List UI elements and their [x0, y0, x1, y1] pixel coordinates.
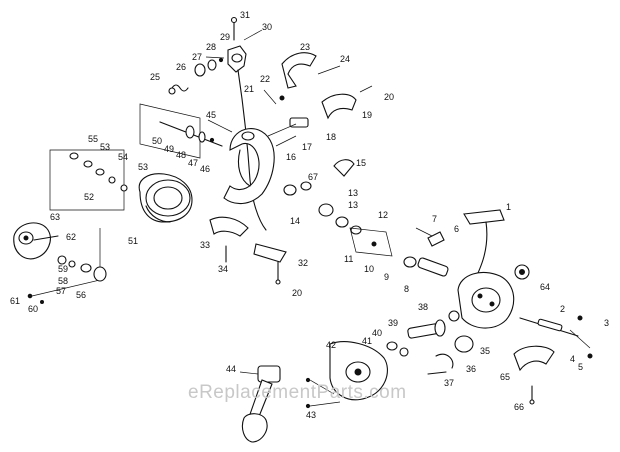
callout-53-upper: 53 — [100, 142, 110, 152]
callout-41: 41 — [362, 336, 372, 346]
callout-24: 24 — [340, 54, 350, 64]
spool — [49, 149, 193, 223]
callout-3: 3 — [604, 318, 609, 328]
callout-50: 50 — [152, 136, 162, 146]
callout-36: 36 — [466, 364, 476, 374]
callout-29: 29 — [220, 32, 230, 42]
roller-bushings — [283, 159, 362, 235]
callout-15: 15 — [356, 158, 366, 168]
callout-59: 59 — [58, 264, 68, 274]
callout-55: 55 — [88, 134, 98, 144]
rotor — [223, 128, 275, 205]
callout-40: 40 — [372, 328, 382, 338]
callout-48: 48 — [176, 150, 186, 160]
callout-54: 54 — [118, 152, 128, 162]
callout-39: 39 — [388, 318, 398, 328]
callout-14: 14 — [290, 216, 300, 226]
callout-67: 67 — [308, 172, 318, 182]
callout-18: 18 — [326, 132, 336, 142]
callout-17: 17 — [302, 142, 312, 152]
callout-33: 33 — [200, 240, 210, 250]
callout-64: 64 — [540, 282, 550, 292]
callout-52: 52 — [84, 192, 94, 202]
bail-assembly — [168, 16, 373, 231]
main-shaft-parts — [349, 227, 449, 277]
gear-parts — [386, 310, 474, 375]
callout-19: 19 — [362, 110, 372, 120]
callout-16: 16 — [286, 152, 296, 162]
callout-43: 43 — [306, 410, 316, 420]
callout-26: 26 — [176, 62, 186, 72]
reel-body — [457, 209, 530, 329]
callout-9: 9 — [384, 272, 389, 282]
callout-47: 47 — [188, 158, 198, 168]
callout-28: 28 — [206, 42, 216, 52]
callout-56: 56 — [76, 290, 86, 300]
callout-62: 62 — [66, 232, 76, 242]
callout-63: 63 — [50, 212, 60, 222]
right-small-parts — [519, 315, 593, 359]
callout-30: 30 — [262, 22, 272, 32]
callout-8: 8 — [404, 284, 409, 294]
callout-61: 61 — [10, 296, 20, 306]
callout-27: 27 — [192, 52, 202, 62]
callout-44: 44 — [226, 364, 236, 374]
callout-5: 5 — [578, 362, 583, 372]
side-cover — [305, 341, 388, 409]
callout-46: 46 — [200, 164, 210, 174]
callout-6: 6 — [454, 224, 459, 234]
callout-25: 25 — [150, 72, 160, 82]
callout-2: 2 — [560, 304, 565, 314]
callout-20-lower: 20 — [292, 288, 302, 298]
spool-shaft-parts — [139, 103, 233, 159]
callout-4: 4 — [570, 354, 575, 364]
callout-65: 65 — [500, 372, 510, 382]
callout-labels: 31 30 29 28 27 26 25 23 24 22 21 20 19 1… — [10, 10, 609, 420]
bail-spring-cover — [513, 345, 555, 405]
callout-10: 10 — [364, 264, 374, 274]
callout-45: 45 — [206, 110, 216, 120]
callout-13-lower: 13 — [348, 200, 358, 210]
callout-34: 34 — [218, 264, 228, 274]
callout-11: 11 — [344, 254, 353, 264]
callout-20-upper: 20 — [384, 92, 394, 102]
callout-23: 23 — [300, 42, 310, 52]
callout-58: 58 — [58, 276, 68, 286]
callout-22: 22 — [260, 74, 270, 84]
callout-53-lower: 53 — [138, 162, 148, 172]
handle — [239, 365, 281, 443]
callout-21: 21 — [244, 84, 254, 94]
callout-57: 57 — [56, 286, 66, 296]
callout-66: 66 — [514, 402, 524, 412]
callout-7: 7 — [432, 214, 437, 224]
callout-13-upper: 13 — [348, 188, 358, 198]
callout-51: 51 — [128, 236, 138, 246]
callout-35: 35 — [480, 346, 490, 356]
callout-32: 32 — [298, 258, 308, 268]
callout-1: 1 — [506, 202, 511, 212]
callout-12: 12 — [378, 210, 388, 220]
bail-trip-parts — [209, 216, 287, 285]
callout-38: 38 — [418, 302, 428, 312]
watermark: eReplacementParts.com — [188, 382, 407, 403]
side-cap-parts — [13, 222, 107, 304]
callout-42: 42 — [326, 340, 336, 350]
callout-49: 49 — [164, 144, 174, 154]
callout-37: 37 — [444, 378, 454, 388]
callout-60: 60 — [28, 304, 38, 314]
callout-31: 31 — [240, 10, 250, 20]
